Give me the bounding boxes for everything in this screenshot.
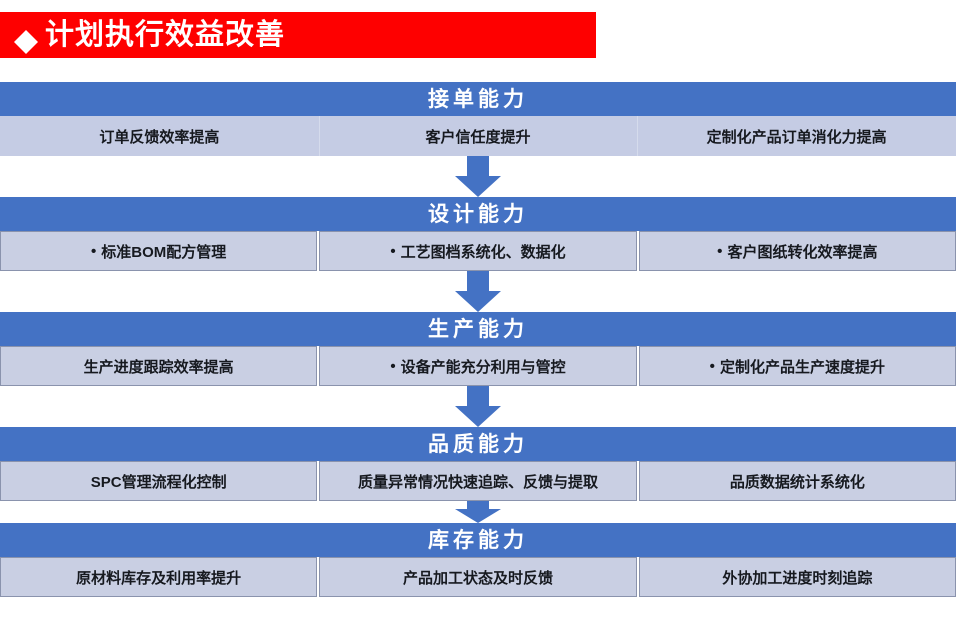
section-items-row: 订单反馈效率提高 客户信任度提升 定制化产品订单消化力提高	[0, 116, 956, 156]
capability-item[interactable]: 客户信任度提升	[318, 116, 638, 156]
capability-item[interactable]: 定制化产品订单消化力提高	[637, 116, 956, 156]
diamond-bullet-icon	[14, 18, 38, 54]
arrow-head	[455, 509, 501, 523]
flow-section-production-capability: 生产能力生产进度跟踪效率提高•设备产能充分利用与管控•定制化产品生产速度提升	[0, 312, 956, 386]
capability-item-label: 标准BOM配方管理	[101, 243, 227, 261]
section-title: 设计能力	[428, 202, 528, 226]
capability-item[interactable]: •客户图纸转化效率提高	[638, 231, 956, 271]
arrow-head	[455, 406, 501, 427]
capability-item-label: 生产进度跟踪效率提高	[83, 358, 234, 376]
section-items-row: 原材料库存及利用率提升 产品加工状态及时反馈 外协加工进度时刻追踪	[0, 557, 956, 597]
capability-item-label: 产品加工状态及时反馈	[402, 569, 553, 587]
capability-item[interactable]: 原材料库存及利用率提升	[0, 557, 318, 597]
down-arrow-icon	[455, 386, 501, 427]
section-items-row: SPC管理流程化控制 质量异常情况快速追踪、反馈与提取 品质数据统计系统化	[0, 461, 956, 501]
capability-item-label: 工艺图档系统化、数据化	[400, 243, 566, 261]
capability-item[interactable]: •工艺图档系统化、数据化	[319, 231, 637, 271]
capability-item-label: SPC管理流程化控制	[90, 473, 227, 491]
capability-item[interactable]: 品质数据统计系统化	[638, 461, 956, 501]
capability-flow: 接单能力订单反馈效率提高客户信任度提升定制化产品订单消化力提高设计能力•标准BO…	[0, 82, 956, 597]
capability-item-label: 外协加工进度时刻追踪	[722, 569, 873, 587]
arrow-head	[455, 176, 501, 197]
section-title: 品质能力	[428, 432, 528, 456]
arrow-shaft	[467, 501, 489, 509]
bullet-icon: •	[709, 357, 715, 375]
down-arrow-icon	[455, 271, 501, 312]
bullet-icon: •	[390, 357, 396, 375]
section-items-row: •标准BOM配方管理•工艺图档系统化、数据化•客户图纸转化效率提高	[0, 231, 956, 271]
section-header-inventory-capability[interactable]: 库存能力	[0, 523, 956, 557]
flow-connector	[0, 501, 956, 523]
flow-section-quality-capability: 品质能力 SPC管理流程化控制 质量异常情况快速追踪、反馈与提取 品质数据统计系统化	[0, 427, 956, 501]
page-title: 计划执行效益改善	[45, 18, 286, 51]
flow-section-inventory-capability: 库存能力原材料库存及利用率提升 产品加工状态及时反馈 外协加工进度时刻追踪	[0, 523, 956, 597]
capability-item[interactable]: 质量异常情况快速追踪、反馈与提取	[319, 461, 637, 501]
capability-item-label: 客户图纸转化效率提高	[727, 243, 878, 261]
capability-item-label: 订单反馈效率提高	[99, 128, 220, 146]
arrow-head	[455, 291, 501, 312]
flow-section-order-capability: 接单能力订单反馈效率提高 客户信任度提升 定制化产品订单消化力提高	[0, 82, 956, 156]
section-items-row: 生产进度跟踪效率提高•设备产能充分利用与管控•定制化产品生产速度提升	[0, 346, 956, 386]
capability-item-label: 品质数据统计系统化	[729, 473, 865, 491]
section-header-order-capability[interactable]: 接单能力	[0, 82, 956, 116]
section-title: 生产能力	[428, 317, 528, 341]
capability-item[interactable]: SPC管理流程化控制	[0, 461, 318, 501]
down-arrow-icon	[455, 156, 501, 197]
capability-item[interactable]: 产品加工状态及时反馈	[319, 557, 637, 597]
capability-item[interactable]: •定制化产品生产速度提升	[638, 346, 956, 386]
capability-item[interactable]: 生产进度跟踪效率提高	[0, 346, 318, 386]
section-header-quality-capability[interactable]: 品质能力	[0, 427, 956, 461]
capability-item[interactable]: 外协加工进度时刻追踪	[638, 557, 956, 597]
section-title: 库存能力	[428, 528, 528, 552]
section-header-production-capability[interactable]: 生产能力	[0, 312, 956, 346]
bullet-icon: •	[717, 242, 723, 260]
capability-item-label: 质量异常情况快速追踪、反馈与提取	[357, 473, 598, 491]
slide-title-banner: 计划执行效益改善	[0, 12, 596, 58]
capability-item[interactable]: •设备产能充分利用与管控	[319, 346, 637, 386]
arrow-shaft	[467, 386, 489, 406]
capability-item-label: 客户信任度提升	[425, 128, 531, 146]
capability-item-label: 定制化产品生产速度提升	[719, 358, 885, 376]
section-header-design-capability[interactable]: 设计能力	[0, 197, 956, 231]
flow-connector	[0, 271, 956, 312]
capability-item-label: 定制化产品订单消化力提高	[706, 128, 887, 146]
flow-connector	[0, 156, 956, 197]
capability-item-label: 原材料库存及利用率提升	[76, 569, 242, 587]
capability-item[interactable]: •标准BOM配方管理	[0, 231, 318, 271]
flow-section-design-capability: 设计能力•标准BOM配方管理•工艺图档系统化、数据化•客户图纸转化效率提高	[0, 197, 956, 271]
section-title: 接单能力	[428, 87, 528, 111]
arrow-shaft	[467, 271, 489, 291]
bullet-icon: •	[390, 242, 396, 260]
flow-connector	[0, 386, 956, 427]
bullet-icon: •	[91, 242, 97, 260]
down-arrow-icon	[455, 501, 501, 523]
capability-item[interactable]: 订单反馈效率提高	[0, 116, 319, 156]
arrow-shaft	[467, 156, 489, 176]
capability-item-label: 设备产能充分利用与管控	[400, 358, 566, 376]
